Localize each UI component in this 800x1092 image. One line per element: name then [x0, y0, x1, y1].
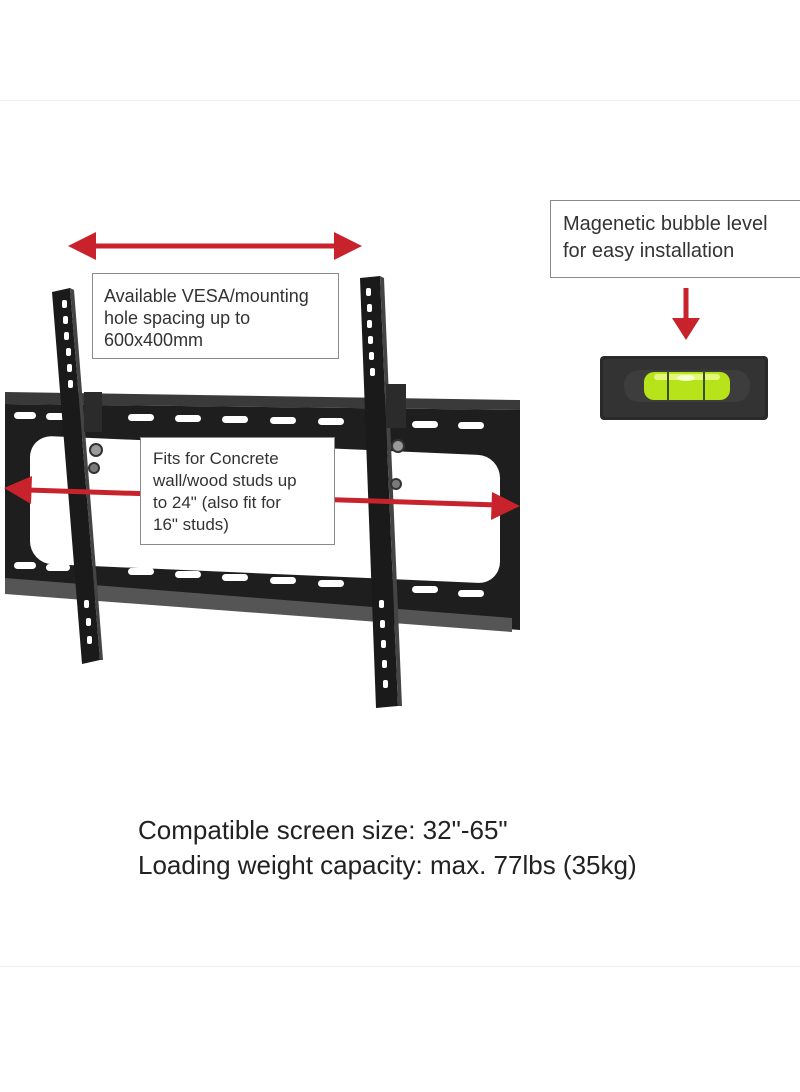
specifications: Compatible screen size: 32"-65" Loading … — [138, 813, 637, 883]
callout-line: wall/wood studs up — [153, 471, 297, 490]
callout-line: hole spacing up to — [104, 308, 251, 328]
bottom-divider — [0, 966, 800, 967]
top-divider — [0, 100, 800, 101]
studs-callout: Fits for Concrete wall/wood studs up to … — [140, 437, 335, 545]
bubble-level-callout: Magenetic bubble level for easy installa… — [550, 200, 800, 278]
callout-line: to 24" (also fit for — [153, 493, 281, 512]
callout-line: Magenetic bubble level — [563, 213, 768, 235]
left-arm — [52, 288, 103, 664]
callout-line: 16" studs) — [153, 515, 229, 534]
callout-line: for easy installation — [563, 240, 735, 262]
horizontal-double-arrow-icon — [68, 232, 362, 260]
callout-line: 600x400mm — [104, 330, 204, 350]
down-arrow-icon — [672, 288, 700, 340]
screen-size-spec: Compatible screen size: 32"-65" — [138, 815, 508, 845]
right-arm — [360, 276, 406, 708]
callout-line: Fits for Concrete — [153, 449, 279, 468]
vesa-spacing-callout: Available VESA/mounting hole spacing up … — [92, 273, 339, 359]
rail-slots-top — [14, 412, 484, 429]
rail-slots-bottom — [14, 562, 484, 597]
callout-line: Available VESA/mounting — [104, 286, 309, 306]
weight-capacity-spec: Loading weight capacity: max. 77lbs (35k… — [138, 850, 637, 880]
bubble-level-icon — [600, 356, 768, 420]
